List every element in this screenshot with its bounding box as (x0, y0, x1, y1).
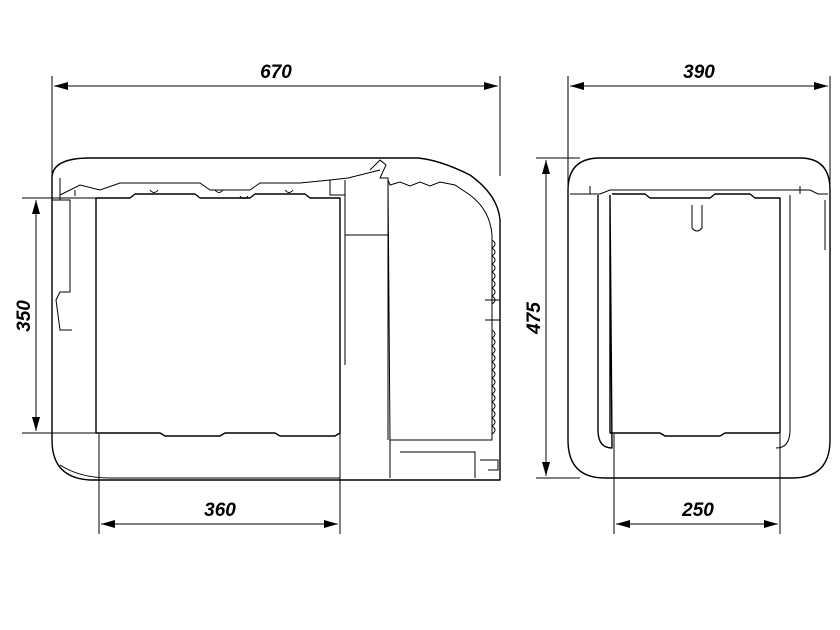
dim-side-inner-width: 250 (613, 434, 781, 534)
front-inner-cavity (95, 193, 341, 437)
side-lid-line (570, 189, 828, 195)
dim-side-width: 390 (567, 62, 831, 196)
front-hinge-post (329, 159, 389, 440)
front-view (51, 157, 501, 481)
dim-side-inner-width-label: 250 (681, 500, 714, 521)
dim-front-width: 670 (51, 62, 501, 196)
dim-front-width-label: 670 (260, 62, 292, 83)
front-compressor-box (345, 179, 493, 441)
front-lid-line (59, 169, 381, 196)
front-outer-shell (51, 157, 501, 481)
dim-inner-width: 360 (98, 434, 341, 534)
dim-inner-height: 350 (14, 197, 96, 434)
side-outer-shell (567, 157, 831, 479)
dim-inner-height-label: 350 (14, 300, 35, 332)
front-lid-bumps (149, 189, 294, 199)
dim-inner-width-label: 360 (204, 500, 236, 521)
side-drain-slot (691, 205, 703, 232)
side-inner-walls (589, 186, 826, 449)
front-cooling-fins (485, 239, 501, 435)
dim-total-height-label: 475 (524, 302, 545, 335)
dim-total-height: 475 (524, 157, 580, 479)
front-left-handle (52, 178, 76, 331)
side-view (567, 157, 831, 479)
side-inner-cavity (597, 193, 781, 449)
dim-side-width-label: 390 (683, 62, 715, 83)
